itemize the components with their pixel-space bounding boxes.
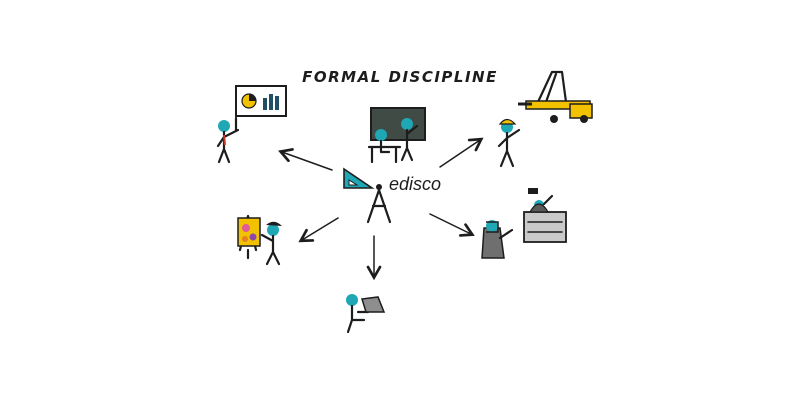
presenter-chart-icon bbox=[216, 85, 287, 164]
edisco-logo-icon bbox=[343, 167, 392, 224]
crane-worker-icon bbox=[497, 70, 593, 168]
judge-gavel-icon bbox=[481, 188, 567, 259]
diagram-title: FORMAL DISCIPLINE bbox=[302, 68, 498, 86]
arrow-to-artist bbox=[298, 217, 339, 243]
arrows bbox=[278, 137, 484, 281]
arrow-to-presenter bbox=[278, 148, 333, 171]
arrow-to-worker bbox=[439, 137, 484, 168]
brand-label: edisco bbox=[389, 174, 442, 194]
laptop-icon bbox=[346, 294, 386, 334]
painter-easel-icon bbox=[237, 214, 282, 266]
arrow-to-judge bbox=[429, 213, 475, 237]
classroom-icon bbox=[367, 107, 426, 164]
